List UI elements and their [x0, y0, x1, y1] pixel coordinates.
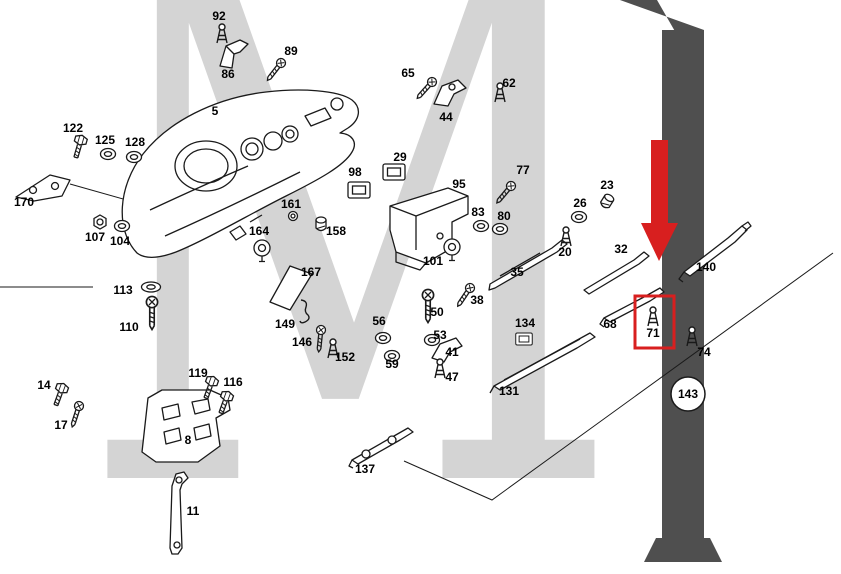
part-8-mounting-plate — [141, 389, 231, 463]
part-98-rectpart — [347, 181, 371, 199]
part-107-nut — [93, 214, 107, 230]
part-50-screw — [421, 288, 435, 324]
part-17-screw — [67, 399, 86, 429]
part-5-dashboard-panel — [121, 89, 359, 259]
part-41-bracket — [431, 337, 463, 363]
part-44-bracket — [433, 79, 467, 107]
part-95-glovebox — [389, 187, 469, 271]
part-26-ring — [570, 210, 588, 224]
part-62-clip — [494, 82, 506, 103]
part-104-ring — [113, 219, 131, 233]
part-77-screw — [492, 179, 518, 207]
part-38-screw — [453, 281, 477, 310]
part-86-bracket — [219, 39, 249, 69]
part-71-clip — [647, 306, 659, 327]
part-35-rail — [488, 239, 568, 291]
part-140-rail — [678, 221, 752, 283]
part-83-ring — [472, 219, 490, 233]
part-23-plug — [598, 192, 616, 211]
highlight-group — [633, 140, 678, 350]
part-122-bolt — [69, 133, 89, 160]
part-65-screw — [413, 74, 440, 103]
part-149-hook — [299, 299, 310, 324]
part-113-washer — [140, 281, 162, 293]
part-134-rectpart — [515, 332, 533, 346]
part-146-screw — [313, 324, 327, 353]
part-53-ring — [423, 333, 441, 347]
part-56-ring — [374, 331, 392, 345]
part-128-ring — [125, 150, 143, 164]
part-158-plug — [315, 216, 327, 232]
watermark-letter-dark-fragment — [620, 0, 722, 562]
part-101-knob — [443, 238, 461, 262]
highlight-arrow-icon — [641, 140, 678, 261]
part-32-rail — [583, 251, 650, 295]
part-59-ring — [383, 349, 401, 363]
part-152-clip — [327, 338, 339, 359]
part-131-rail — [489, 332, 596, 394]
part-14-bolt — [49, 380, 71, 408]
part-161-smallcircle — [287, 210, 299, 222]
highlight-box — [633, 294, 676, 350]
part-92-clip — [216, 23, 228, 44]
part-125-ring — [99, 147, 117, 161]
part-47-clip — [434, 358, 446, 379]
part-11-strip — [169, 471, 189, 555]
part-29-rectpart — [382, 163, 406, 181]
part-164-knob — [253, 239, 271, 263]
part-143-callout-circle — [670, 376, 706, 412]
part-20-clip — [560, 226, 572, 247]
part-89-screw — [263, 56, 288, 84]
part-137-bracket — [348, 427, 414, 469]
part-170-bracket-plate — [15, 174, 71, 202]
part-167-sheet — [269, 265, 313, 311]
part-110-screw — [145, 295, 159, 331]
part-80-ring — [491, 222, 509, 236]
